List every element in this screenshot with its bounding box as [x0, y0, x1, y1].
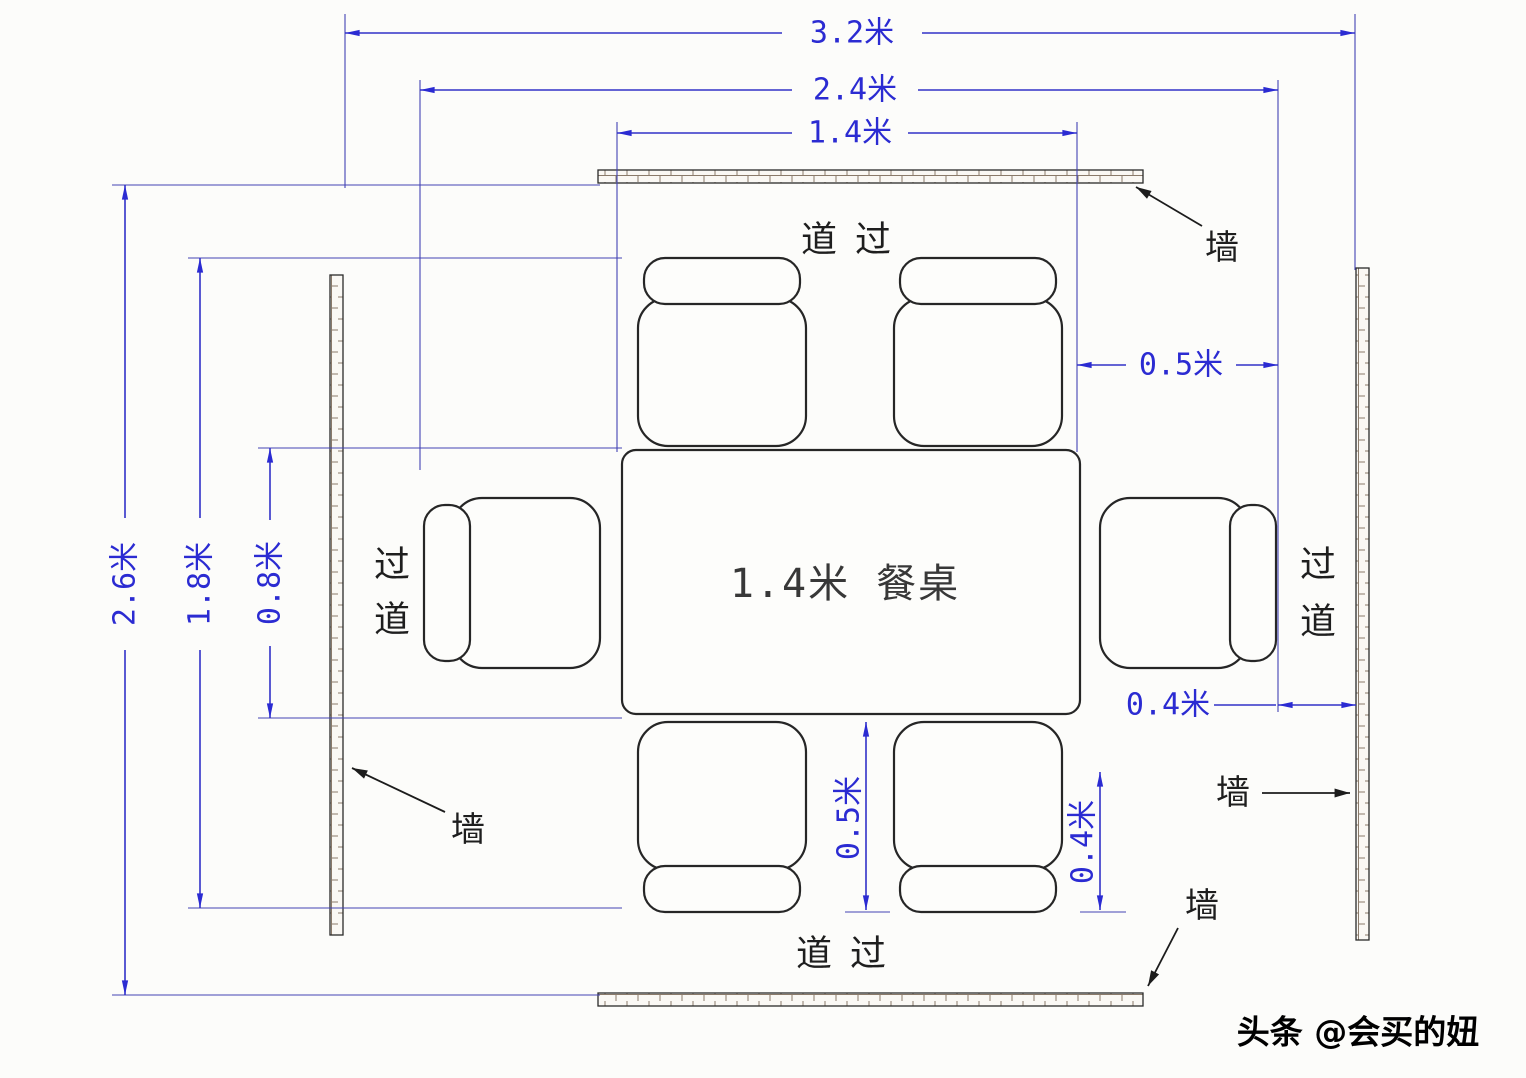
dimension-label-overall-width: 3.2米: [810, 16, 894, 51]
dimension-label-inner-width: 2.4米: [813, 73, 897, 108]
aisle-label-right-char-1: 过: [1300, 545, 1336, 586]
wall-top: [597, 169, 1144, 184]
dimension-label-bottom-clearance: 0.5米: [832, 776, 867, 860]
wall-leader-arrow-bottom: [1147, 927, 1179, 987]
chair-seat: [1098, 496, 1250, 670]
dimension-label-table-depth: 0.8米: [253, 541, 288, 625]
chair-seat: [450, 496, 602, 670]
chair-seat: [636, 296, 808, 448]
wall-label-left: 墙: [451, 810, 485, 850]
extension-lines: [112, 14, 1356, 996]
dining-table: [620, 448, 1082, 716]
wall-label-right: 墙: [1216, 773, 1250, 813]
dining-table-label: 1.4米 餐桌: [730, 561, 960, 607]
wall-label-bottom: 墙: [1185, 886, 1219, 926]
wall-bottom: [597, 992, 1144, 1007]
chair-right: [1098, 496, 1278, 670]
walls: [329, 169, 1370, 1007]
dimension-lines: 3.2米 2.4米 1.4米 2.6米 1.8米 0.8米 0.5米 0.4米 …: [108, 16, 1356, 995]
wall-leader-arrow-left: [351, 767, 446, 813]
aisle-label-left-char-1: 过: [374, 545, 410, 586]
aisle-label-right-char-2: 道: [1300, 602, 1336, 643]
chair-back: [642, 864, 802, 914]
furniture: 1.4米 餐桌: [422, 256, 1278, 914]
wall-left: [329, 274, 344, 936]
dimension-label-overall-height: 2.6米: [108, 542, 143, 626]
chair-back: [898, 256, 1058, 306]
chair-bottom-right: [892, 720, 1064, 914]
wall-leader-arrow-top: [1135, 186, 1203, 227]
wall-label-top: 墙: [1205, 228, 1239, 268]
chair-bottom-left: [636, 720, 808, 914]
chair-back: [422, 503, 472, 663]
chair-seat: [636, 720, 808, 872]
aisle-label-left-char-2: 道: [374, 600, 410, 641]
chair-left: [422, 496, 602, 670]
aisle-label-bottom: 道过: [796, 934, 904, 975]
wall-right: [1355, 267, 1370, 941]
dimension-label-wall-gap-right: 0.4米: [1126, 688, 1210, 723]
chair-seat: [892, 296, 1064, 448]
chair-seat: [892, 720, 1064, 872]
chair-top-left: [636, 256, 808, 448]
dimension-label-inner-height: 1.8米: [183, 542, 218, 626]
dimension-label-side-clearance: 0.5米: [1139, 348, 1223, 383]
dimension-label-wall-gap-bottom: 0.4米: [1066, 800, 1101, 884]
watermark-text: 头条 @会买的妞: [1237, 1013, 1480, 1052]
aisle-label-top: 道过: [801, 220, 909, 261]
wall-callouts: 墙 墙 墙 墙: [351, 186, 1350, 987]
aisle-labels: 道过 道过 过 道 过 道: [374, 220, 1336, 975]
dimension-label-table-width: 1.4米: [808, 116, 892, 151]
chair-top-right: [892, 256, 1064, 448]
chair-back: [898, 864, 1058, 914]
chair-back: [1228, 503, 1278, 663]
chair-back: [642, 256, 802, 306]
